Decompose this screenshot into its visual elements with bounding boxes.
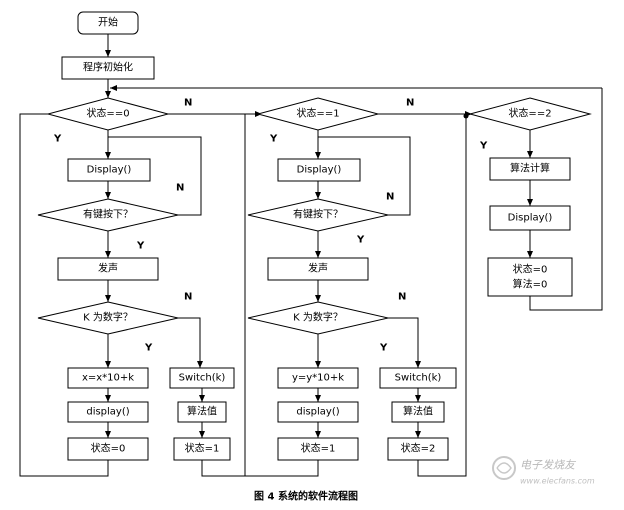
col2-algo-label: 算法值 (403, 405, 433, 418)
col3-state-yes: Y (479, 141, 488, 152)
col2-state-set2-label: 状态=2 (401, 442, 436, 455)
col2-key-yes: Y (356, 235, 365, 246)
col2-key-no: N (386, 192, 394, 203)
col3-algo-reset-label: 算法=0 (513, 278, 548, 291)
col3-display-label: Display() (508, 213, 553, 224)
col3-algo-calc-label: 算法计算 (510, 162, 550, 175)
col1-digit-yes: Y (144, 343, 153, 354)
col2-switch-label: Switch(k) (395, 373, 442, 384)
col2-sound-label: 发声 (308, 262, 328, 275)
col1-key-no: N (176, 183, 184, 194)
col1-sound-label: 发声 (98, 262, 118, 275)
col1-switch-label: Switch(k) (179, 373, 226, 384)
col2-digit-no: N (398, 292, 406, 303)
col2-key-decision-label: 有键按下？ (293, 208, 343, 221)
col1-display-lower-label: display() (86, 407, 129, 418)
col1-algo-label: 算法值 (187, 405, 217, 418)
col1-digit-no: N (184, 292, 192, 303)
col1-key-decision-label: 有键按下？ (83, 208, 133, 221)
watermark-text: 电子发烧友 (520, 459, 577, 472)
col2-digit-yes: Y (379, 343, 388, 354)
col1-state-no: N (184, 98, 192, 109)
col1-calc-label: x=x*10+k (82, 373, 134, 384)
col2-display-label: Display() (297, 165, 342, 176)
col2-state-yes: Y (269, 134, 278, 145)
watermark-logo: 电子发烧友 www.elecfans.com (492, 456, 595, 486)
col2-calc-label: y=y*10+k (292, 373, 344, 384)
col3-state-decision-label: 状态==2 (508, 107, 551, 120)
col1-loop-back (19, 113, 109, 477)
col2-loop-back (237, 460, 319, 477)
col1-key-yes: Y (136, 241, 145, 252)
col3-reset-box (487, 257, 573, 297)
col1-display-box (67, 158, 151, 182)
col3-state-reset-label: 状态=0 (513, 263, 548, 276)
col2-state-decision-label: 状态==1 (296, 107, 339, 120)
main-loop-return (585, 88, 603, 311)
watermark-url: www.elecfans.com (520, 477, 595, 486)
figure-caption: 图 4 系统的软件流程图 (254, 490, 358, 503)
col1-state-yes: Y (53, 134, 62, 145)
col2-display-lower-label: display() (296, 407, 339, 418)
col1-digit-decision-label: K 为数字？ (83, 311, 133, 324)
col1-state-set2-label: 状态=1 (185, 442, 220, 455)
col1-state-decision-label: 状态==0 (86, 107, 129, 120)
col1-display-label: Display() (87, 165, 132, 176)
col2-digit-decision-label: K 为数字？ (293, 311, 343, 324)
col2-state-set-label: 状态=1 (301, 442, 336, 455)
start-label: 开始 (98, 16, 118, 29)
col2-display-box (277, 158, 361, 182)
col2-state-no: N (406, 98, 414, 109)
init-label: 程序初始化 (83, 61, 133, 74)
col1-state-set-label: 状态=0 (91, 442, 126, 455)
